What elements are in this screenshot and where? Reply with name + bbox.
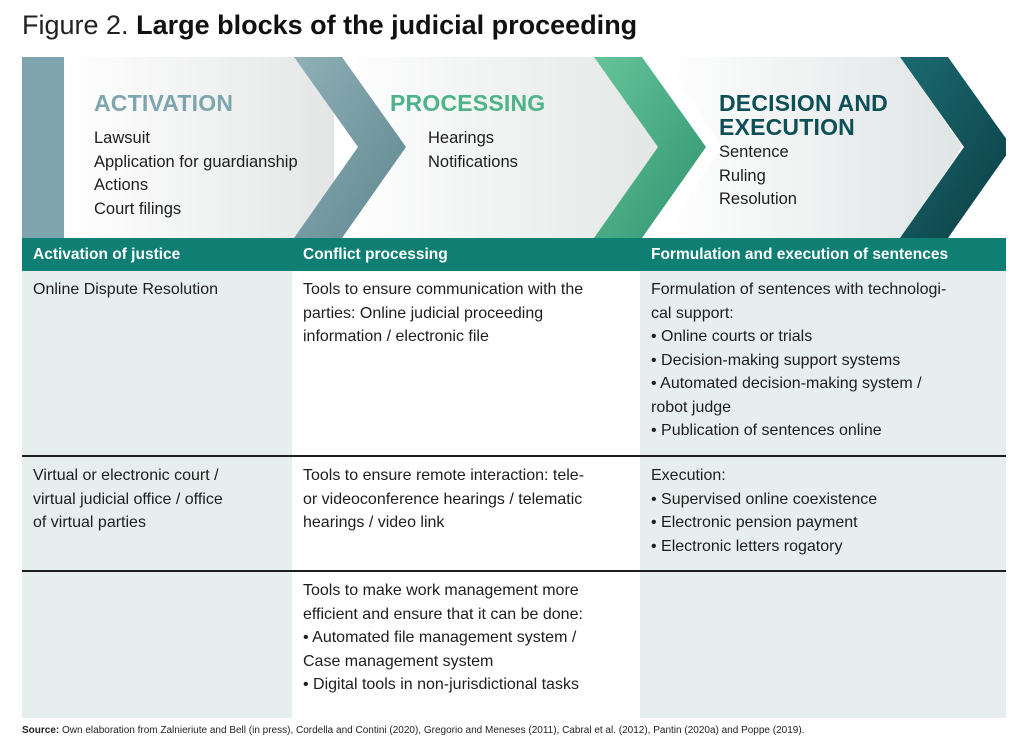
- column-header: Formulation and execution of sentences: [651, 246, 949, 263]
- stage-item: Court filings: [94, 199, 182, 218]
- stage-decision-execution: DECISION AND EXECUTION Sentence Ruling R…: [719, 91, 888, 212]
- row-divider: [22, 570, 1006, 572]
- figure-title: Figure 2. Large blocks of the judicial p…: [22, 8, 637, 42]
- source-text: Own elaboration from Zalnieriute and Bel…: [59, 725, 805, 736]
- cell-line: • Decision-making support systems: [651, 351, 901, 369]
- cell-line: • Electronic letters rogatory: [651, 537, 843, 555]
- cell-line: or videoconference hearings / telematic: [303, 490, 583, 508]
- stage-title: ACTIVATION: [94, 90, 234, 116]
- column-header: Activation of justice: [33, 246, 181, 263]
- cell-line: of virtual parties: [33, 514, 146, 531]
- table-cell: Tools to ensure remote interaction: tele…: [292, 457, 640, 570]
- cell-line: • Digital tools in non-jurisdictional ta…: [303, 676, 579, 693]
- figure-title-text: Large blocks of the judicial proceeding: [136, 10, 638, 40]
- cell-line: efficient and ensure that it can be done…: [303, 605, 583, 623]
- cell-line: Tools to ensure remote interaction: tele…: [303, 467, 585, 484]
- stage-title: EXECUTION: [719, 114, 855, 140]
- row-divider: [22, 455, 1006, 457]
- stage-item: Resolution: [719, 190, 797, 208]
- cell-line: Virtual or electronic court /: [33, 467, 219, 484]
- table-row: Tools to make work management more effic…: [22, 572, 1006, 718]
- source-label: Source:: [22, 725, 60, 736]
- cell-line: Case management system: [303, 652, 494, 670]
- cell-line: Online Dispute Resolution: [33, 281, 218, 298]
- table-row: Virtual or electronic court / virtual ju…: [22, 457, 1006, 570]
- stage-item: Application for guardianship: [94, 152, 298, 171]
- stage-title: PROCESSING: [390, 90, 546, 116]
- table-cell: Execution: • Supervised online coexisten…: [640, 457, 1006, 570]
- table-cell: Tools to ensure communication with the p…: [292, 271, 640, 455]
- table-row: Online Dispute Resolution Tools to ensur…: [22, 271, 1006, 455]
- stage-item: Actions: [94, 176, 149, 194]
- cell-line: information / electronic file: [303, 328, 489, 345]
- stage-activation: ACTIVATION Lawsuit Application for guard…: [94, 91, 298, 221]
- cell-line: Formulation of sentences with technologi…: [651, 281, 947, 298]
- source-note: Source: Own elaboration from Zalnieriute…: [22, 724, 804, 738]
- cell-line: parties: Online judicial proceeding: [303, 304, 544, 322]
- proceeding-table: Activation of justice Conflict processin…: [22, 238, 1006, 718]
- cell-line: Tools to ensure communication with the: [303, 281, 584, 298]
- column-header: Conflict processing: [303, 246, 448, 263]
- table-cell: Virtual or electronic court / virtual ju…: [22, 457, 292, 570]
- table-cell: Tools to make work management more effic…: [292, 572, 640, 718]
- table-cell: Online Dispute Resolution: [22, 271, 292, 455]
- cell-line: • Automated decision-making system /: [651, 375, 922, 392]
- figure-number: Figure 2.: [22, 10, 129, 40]
- table-cell: Formulation of sentences with technologi…: [640, 271, 1006, 455]
- stage-item: Hearings: [428, 129, 495, 147]
- cell-line: hearings / video link: [303, 514, 445, 531]
- cell-line: virtual judicial office / office: [33, 490, 223, 508]
- cell-line: • Publication of sentences online: [651, 422, 882, 439]
- table-cell: [22, 572, 292, 718]
- stage-item: Lawsuit: [94, 129, 150, 147]
- cell-line: • Supervised online coexistence: [651, 490, 878, 508]
- cell-line: Execution:: [651, 467, 726, 484]
- cell-line: • Online courts or trials: [651, 328, 813, 345]
- stage-title: DECISION AND: [719, 90, 888, 116]
- cell-line: • Electronic pension payment: [651, 514, 858, 531]
- cell-line: Tools to make work management more: [303, 582, 579, 599]
- stages-banner: ACTIVATION Lawsuit Application for guard…: [22, 57, 1006, 238]
- chevron-graphic: [22, 57, 1006, 238]
- stage-item: Notifications: [428, 152, 518, 171]
- cell-line: robot judge: [651, 398, 732, 416]
- stage-processing: PROCESSING Hearings Notifications: [390, 91, 545, 174]
- table-header: Activation of justice Conflict processin…: [22, 238, 1006, 271]
- stage-item: Sentence: [719, 143, 789, 161]
- stage-item: Ruling: [719, 166, 766, 185]
- table-cell: [640, 572, 1006, 718]
- cell-line: cal support:: [651, 304, 734, 322]
- cell-line: • Automated file management system /: [303, 629, 577, 646]
